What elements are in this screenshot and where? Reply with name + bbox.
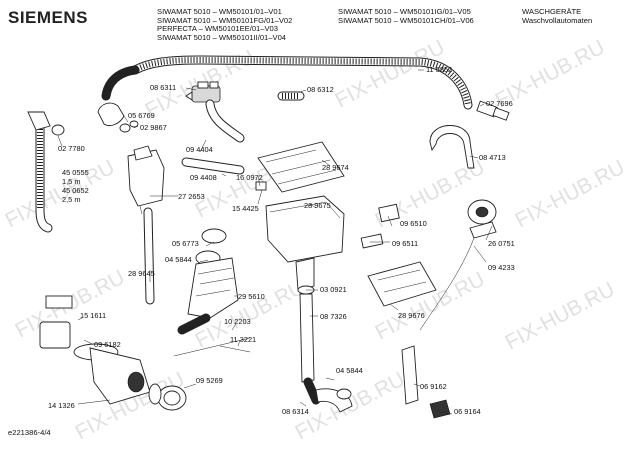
siphon-insert <box>360 233 384 249</box>
detergent-drawer <box>367 261 437 307</box>
part-number-label: 08 7326 <box>320 312 347 321</box>
part-number-label: 10 2203 <box>224 317 251 326</box>
hose-clip <box>336 388 352 400</box>
part-number-label: 08 6312 <box>307 85 334 94</box>
seal-ring <box>51 124 65 136</box>
part-number-label: 14 1326 <box>48 401 75 410</box>
hose-bracket <box>429 125 475 169</box>
part-number-label: 15 1611 <box>80 311 106 320</box>
part-number-label: 09 4404 <box>186 145 213 154</box>
small-connector <box>255 181 267 191</box>
drain-pipe <box>297 285 321 405</box>
part-number-label: 28 9674 <box>322 163 349 172</box>
part-number-label: 05 6773 <box>172 239 199 248</box>
part-number-label: 08 4713 <box>479 153 506 162</box>
washer <box>129 120 139 128</box>
header-left-models: SIWAMAT 5010 – WM50101/01–V01 SIWAMAT 50… <box>157 7 293 42</box>
leader-lines <box>57 69 493 415</box>
part-number-label: 28 9676 <box>398 311 425 320</box>
part-number-label: 09 4408 <box>190 173 217 182</box>
part-number-label: 2,5 m <box>62 195 80 204</box>
part-number-label: 11 5852 <box>426 65 452 74</box>
model-line: SIWAMAT 5010 – WM50101FG/01–V02 <box>157 15 293 25</box>
model-line: SIWAMAT 5010 – WM50101II/01–V04 <box>157 32 287 42</box>
part-number-label: 45 0555 <box>62 168 89 177</box>
air-chamber <box>127 145 165 215</box>
part-number-label: 02 7780 <box>58 144 85 153</box>
part-number-label: 03 0921 <box>320 285 347 294</box>
header-mid-models: SIWAMAT 5010 – WM50101IG/01–V05 SIWAMAT … <box>338 7 474 25</box>
document-reference: e221386-4/4 <box>8 428 51 437</box>
inlet-hose-top <box>101 55 473 110</box>
model-line: SIWAMAT 5010 – WM50101CH/01–V06 <box>338 15 474 25</box>
category-title: WASCHGERÄTE <box>522 7 582 16</box>
model-line: SIWAMAT 5010 – WM50101/01–V01 <box>157 7 282 16</box>
part-number-label: 09 6182 <box>94 340 121 349</box>
part-number-label: 06 9164 <box>454 407 481 416</box>
part-number-label: 11 3221 <box>230 335 256 344</box>
brand-logo: SIEMENS <box>8 8 89 27</box>
watermark: FIX-HUB.RU <box>502 278 619 355</box>
part-number-label: 09 4233 <box>488 263 515 272</box>
cable <box>173 337 251 357</box>
category-subtitle: Waschvollautomaten <box>522 15 593 25</box>
cable <box>219 345 251 353</box>
clamp-ring <box>201 228 227 244</box>
dispenser-frame <box>257 141 345 193</box>
part-number-label: 05 6769 <box>128 111 155 120</box>
pump-filter <box>148 383 187 411</box>
part-number-label: 02 9867 <box>140 123 167 132</box>
header-category: WASCHGERÄTE Waschvollautomaten <box>522 7 593 25</box>
part-number-label: 16 0972 <box>236 173 263 182</box>
part-number-label: 09 6511 <box>392 239 418 248</box>
watermark: FIX-HUB.RU <box>332 36 449 113</box>
pressure-switch <box>467 199 497 239</box>
part-number-label: 26 0751 <box>488 239 515 248</box>
part-number-label: 02 7696 <box>486 99 513 108</box>
part-number-label: 09 6510 <box>400 219 427 228</box>
part-number-label: 1,5 m <box>62 177 80 186</box>
watermark: FIX-HUB.RU <box>2 156 119 233</box>
pressure-tube <box>419 237 475 331</box>
part-number-label: 27 2653 <box>178 192 205 201</box>
model-line: PERFECTA – WM50101EE/01–V03 <box>157 24 278 34</box>
watermark: FIX-HUB.RU <box>512 156 629 233</box>
part-number-label: 08 6311 <box>150 83 176 92</box>
part-number-label: 28 9645 <box>128 269 155 278</box>
siphon-cap <box>378 203 400 223</box>
part-number-label: 15 4425 <box>232 204 259 213</box>
solenoid-valve <box>185 81 221 103</box>
drain-pump <box>39 321 151 405</box>
part-number-label: 45 0652 <box>62 186 89 195</box>
part-number-label: 04 5844 <box>336 366 363 375</box>
part-labels: 08 6311 08 6312 11 5852 02 7696 05 6769 … <box>48 65 515 416</box>
drain-hose-left <box>27 111 53 233</box>
model-line: SIWAMAT 5010 – WM50101IG/01–V05 <box>338 7 471 16</box>
part-number-label: 06 9162 <box>420 382 447 391</box>
detergent-tray-housing <box>265 195 345 291</box>
part-number-label: 29 5610 <box>238 292 265 301</box>
pump-connector <box>45 295 73 309</box>
part-number-label: 04 5844 <box>165 255 192 264</box>
washer <box>119 123 131 133</box>
part-number-label: 09 5269 <box>196 376 223 385</box>
part-number-label: 28 9675 <box>304 201 331 210</box>
door-latch <box>401 345 451 419</box>
bellows-hose <box>177 257 239 335</box>
hose-elbow <box>97 102 125 127</box>
part-number-label: 08 6314 <box>282 407 309 416</box>
